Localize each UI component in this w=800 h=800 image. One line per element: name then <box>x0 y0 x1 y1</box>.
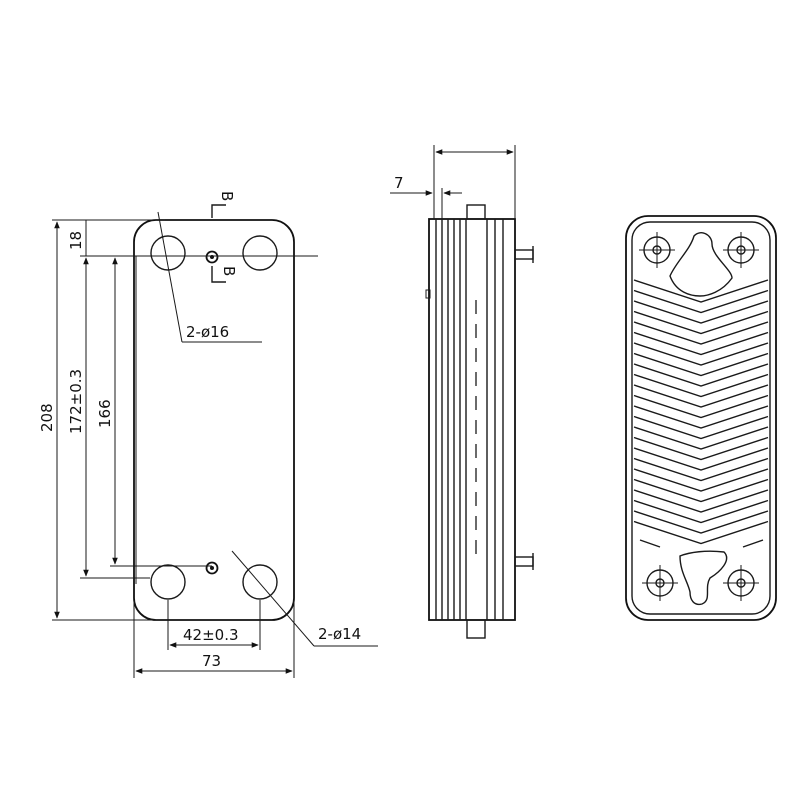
port-bottom-right <box>242 564 278 600</box>
chevron-line <box>633 310 769 335</box>
chevron-line <box>633 457 769 482</box>
dim-height-total: 208 <box>38 403 56 432</box>
leader-small-ports <box>231 550 315 647</box>
chevron-line <box>633 415 769 440</box>
dim-port-spacing-horizontal: 42±0.3 <box>183 626 239 644</box>
plate-port-top-right <box>723 232 759 268</box>
stud-side-bottom <box>514 556 534 567</box>
side-notch <box>425 289 431 299</box>
chevron-line <box>633 468 769 492</box>
front-plate-outline <box>133 219 295 621</box>
chevron-line <box>633 373 769 398</box>
chevron-line <box>633 331 769 356</box>
plate-outline <box>625 215 777 621</box>
dim-width: 73 <box>202 652 221 670</box>
chevron-line <box>633 478 769 503</box>
dim-inner-height: 166 <box>96 399 114 428</box>
chevron-line <box>633 436 769 461</box>
dim-end-plate: 7 <box>394 174 404 192</box>
side-view: 7 <box>390 145 534 639</box>
plate-slot <box>639 539 661 548</box>
chevron-line <box>633 342 769 366</box>
chevron-line <box>633 426 769 450</box>
dim-port-spacing-vertical: 172±0.3 <box>67 369 85 434</box>
stud-top <box>205 250 219 264</box>
plate-port-bottom-left <box>642 565 678 601</box>
section-marker-top <box>211 204 226 218</box>
section-label-top: B <box>218 191 236 201</box>
front-view: B B 2-ø16 2-ø14 208 172±0.3 18 166 <box>38 191 378 678</box>
chevron-line <box>633 520 769 545</box>
chevron-line <box>633 394 769 419</box>
port-bottom-left <box>150 564 186 600</box>
chevron-line <box>633 499 769 524</box>
plate-port-bottom-right <box>723 565 759 601</box>
stud-bottom <box>205 561 219 575</box>
chevron-line <box>633 447 769 471</box>
stud-bottom-dot <box>210 566 214 570</box>
port-top-right <box>242 235 278 271</box>
plate-inner-outline <box>631 221 771 615</box>
dim-top-offset: 18 <box>67 231 85 250</box>
chevron-line <box>633 384 769 408</box>
plate-top-lobe <box>669 232 733 297</box>
chevron-line <box>633 405 769 429</box>
plate-bottom-lobe <box>679 550 728 606</box>
callout-small-ports: 2-ø14 <box>318 625 361 643</box>
plate-chevron-pattern <box>633 279 769 545</box>
plate-slot <box>742 539 764 548</box>
chevron-line <box>633 510 769 534</box>
leader-large-ports <box>157 211 183 343</box>
chevron-line <box>633 279 769 303</box>
chevron-line <box>633 289 769 314</box>
plate-port-top-left <box>639 232 675 268</box>
chevron-line <box>633 352 769 377</box>
side-end-plate-bottom <box>466 619 486 639</box>
plate-pattern-view <box>625 215 777 621</box>
callout-large-ports: 2-ø16 <box>186 323 229 341</box>
port-top-left <box>150 235 186 271</box>
stud-side-top <box>514 249 534 260</box>
side-end-plate-top <box>466 204 486 220</box>
chevron-line <box>633 489 769 513</box>
chevron-line <box>633 321 769 345</box>
section-label-bottom: B <box>220 266 238 276</box>
chevron-line <box>633 300 769 324</box>
chevron-line <box>633 363 769 387</box>
section-marker-bottom <box>211 266 226 283</box>
